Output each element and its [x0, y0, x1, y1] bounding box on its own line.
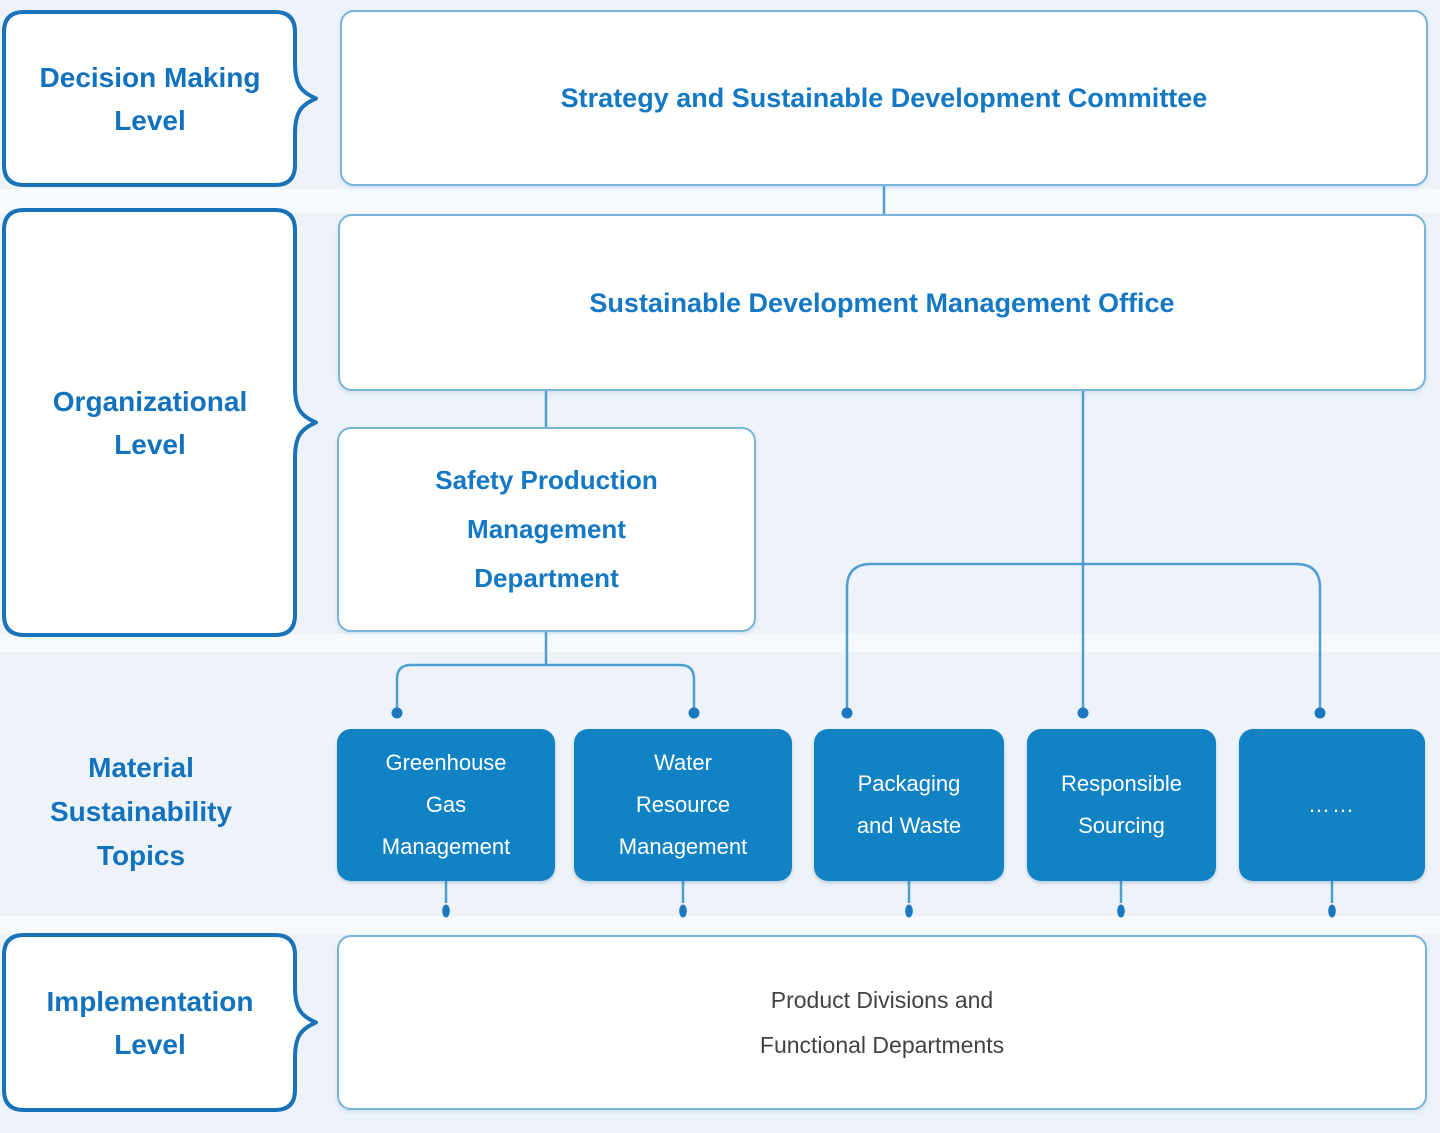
connector-dot: [442, 904, 450, 918]
connector-right-bracket: [845, 562, 1322, 708]
connector-dot: [1117, 904, 1125, 918]
label-line: Level: [114, 1028, 186, 1060]
brace-implementation-level: [2, 933, 318, 1112]
node-safety-production-department: Safety Production Management Department: [337, 427, 756, 632]
connector-dot: [1328, 904, 1336, 918]
label-line: Level: [114, 428, 186, 460]
label-line: Material: [88, 752, 194, 783]
topic-water-resource-management: Water Resource Management: [574, 729, 792, 881]
node-label-line: Management: [467, 514, 626, 544]
topic-line: Packaging: [857, 771, 961, 796]
label-line: Level: [114, 104, 186, 136]
topic-line: Water: [654, 750, 712, 775]
node-label-line: Functional Departments: [759, 1031, 1005, 1058]
node-label: Strategy and Sustainable Development Com…: [560, 83, 1208, 113]
connector-dot: [1314, 707, 1326, 719]
section-divider-band: [0, 634, 1440, 652]
connector-dot: [841, 707, 853, 719]
connector-dot: [1077, 707, 1089, 719]
topic-line: Sourcing: [1078, 813, 1165, 838]
node-strategy-committee: Strategy and Sustainable Development Com…: [340, 10, 1428, 186]
connector-dot: [679, 904, 687, 918]
brace-organizational-level: [2, 208, 318, 637]
topic-greenhouse-gas-management: Greenhouse Gas Management: [337, 729, 555, 881]
topic-packaging-and-waste: Packaging and Waste: [814, 729, 1004, 881]
topic-line: and Waste: [856, 813, 962, 838]
connector-dot: [905, 904, 913, 918]
connector-dot: [391, 707, 403, 719]
connector-dot: [688, 707, 700, 719]
node-label-line: Safety Production: [435, 465, 658, 495]
node-label-line: Department: [474, 563, 619, 593]
section-divider-band: [0, 916, 1440, 934]
topic-line: Gas: [425, 792, 467, 817]
connector-left-bracket: [395, 663, 696, 708]
label-line: Sustainability: [49, 796, 233, 827]
topic-line: Responsible: [1060, 771, 1183, 796]
topic-line: Management: [381, 834, 511, 859]
label-implementation-level: Implementation Level: [0, 935, 300, 1110]
node-product-divisions-functional-departments: Product Divisions and Functional Departm…: [337, 935, 1427, 1110]
node-label: Sustainable Development Management Offic…: [589, 287, 1175, 318]
node-label-line: Product Divisions and: [770, 986, 994, 1013]
label-line: Organizational: [52, 385, 248, 417]
label-line: Decision Making: [39, 61, 261, 93]
topic-line: Resource: [635, 792, 731, 817]
label-decision-making-level: Decision Making Level: [0, 12, 300, 185]
label-line: Implementation: [46, 985, 254, 1017]
topic-line: Management: [618, 834, 748, 859]
brace-decision-level: [2, 10, 318, 187]
node-sustainable-development-office: Sustainable Development Management Offic…: [338, 214, 1426, 391]
label-material-sustainability-topics: Material Sustainability Topics: [0, 746, 282, 878]
label-organizational-level: Organizational Level: [0, 210, 300, 635]
topic-line: Greenhouse: [385, 750, 507, 775]
label-line: Topics: [96, 840, 186, 871]
topic-responsible-sourcing: Responsible Sourcing: [1027, 729, 1216, 881]
topic-ellipsis-more: ……: [1239, 729, 1425, 881]
topic-line: ……: [1308, 792, 1356, 817]
